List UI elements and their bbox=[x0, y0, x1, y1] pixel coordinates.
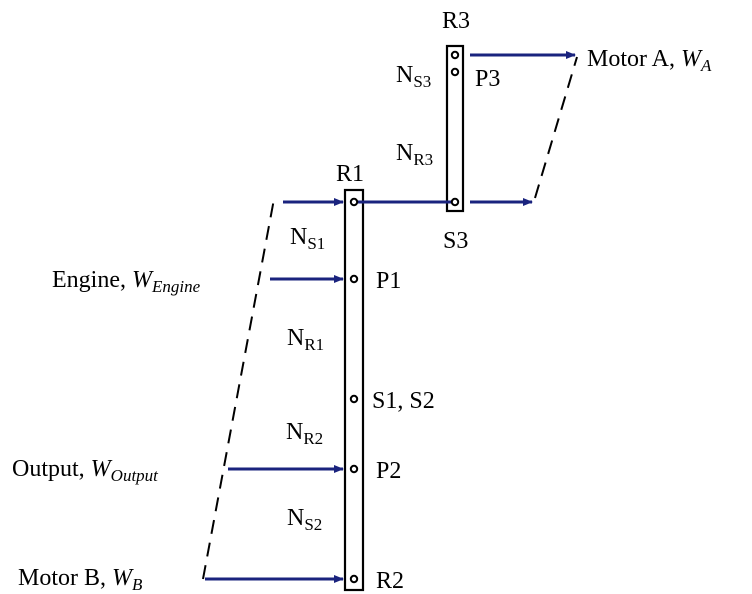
label-s3: S3 bbox=[443, 228, 468, 254]
label-engine: Engine, WEngine bbox=[52, 267, 201, 296]
right-speed-line bbox=[534, 56, 578, 199]
node-p3 bbox=[450, 67, 460, 77]
label-output: Output, WOutput bbox=[12, 456, 159, 485]
label-s1s2: S1, S2 bbox=[372, 388, 435, 414]
label-p2: P2 bbox=[376, 458, 401, 484]
label-motor-a: Motor A, WA bbox=[587, 46, 712, 75]
label-nr2: NR2 bbox=[286, 419, 323, 448]
node-p2 bbox=[349, 464, 359, 474]
lever-bar-r1 bbox=[343, 188, 365, 592]
label-r3: R3 bbox=[442, 8, 470, 34]
node-r2 bbox=[349, 574, 359, 584]
label-ns1: NS1 bbox=[290, 224, 325, 253]
label-ns2: NS2 bbox=[287, 505, 322, 534]
node-p1 bbox=[349, 274, 359, 284]
label-p3: P3 bbox=[475, 66, 500, 92]
label-r1: R1 bbox=[336, 161, 364, 187]
node-r3 bbox=[450, 50, 460, 60]
node-s1s2 bbox=[349, 394, 359, 404]
label-ns3: NS3 bbox=[396, 62, 431, 91]
left-speed-line bbox=[202, 198, 275, 580]
label-nr3: NR3 bbox=[396, 140, 433, 169]
label-r2: R2 bbox=[376, 568, 404, 594]
label-nr1: NR1 bbox=[287, 325, 324, 354]
lever-bar-r3 bbox=[445, 44, 465, 213]
node-s3 bbox=[450, 197, 460, 207]
label-motor-b: Motor B, WB bbox=[18, 565, 143, 594]
node-r1 bbox=[349, 197, 359, 207]
label-p1: P1 bbox=[376, 268, 401, 294]
